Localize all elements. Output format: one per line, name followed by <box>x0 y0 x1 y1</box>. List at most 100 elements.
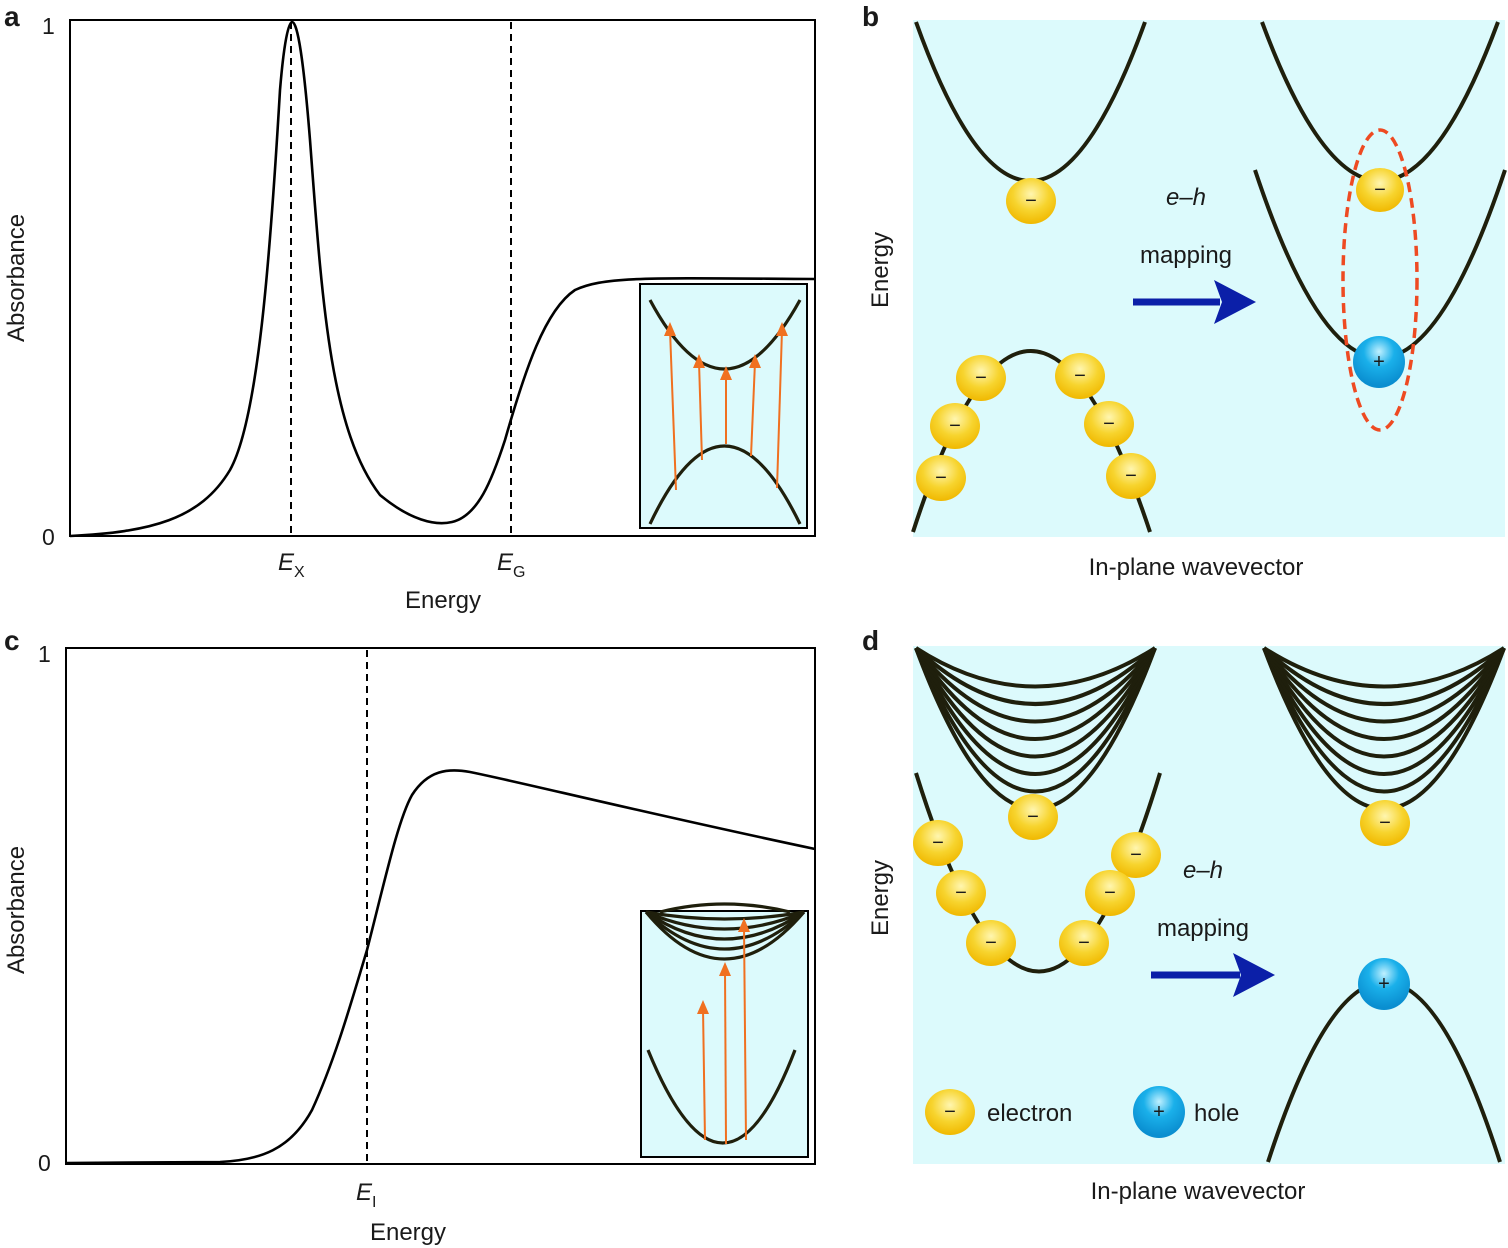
electron-icon <box>956 355 1006 401</box>
panel-a: a 1 0 Absorbance Energy EX EG <box>3 1 816 614</box>
panel-c-ytick-top: 1 <box>38 641 51 667</box>
panel-d-xlabel: In-plane wavevector <box>1091 1178 1306 1205</box>
electron-sign: − <box>935 467 947 489</box>
panel-b-electron-cb: − <box>1006 178 1056 224</box>
electron-sign: − <box>1104 882 1116 904</box>
electron-icon <box>1084 401 1134 447</box>
electron-sign: − <box>1027 806 1039 828</box>
panel-a-inset <box>639 283 808 529</box>
panel-b-letter: b <box>862 1 879 32</box>
panel-b-mapping-label-line2: mapping <box>1140 242 1232 269</box>
panel-b: b Energy In-plane wavevector − − − − − −… <box>862 1 1507 581</box>
panel-d-ylabel: Energy <box>867 860 894 936</box>
electron-icon <box>1006 178 1056 224</box>
panel-c-inset-transition-arrows <box>697 918 750 1145</box>
panel-a-ytick-bottom: 0 <box>42 524 55 550</box>
electron-icon <box>966 920 1016 966</box>
legend-hole-sign: + <box>1153 1101 1165 1123</box>
panel-d: d Energy In-plane wavevector <box>862 625 1506 1205</box>
panel-b-exciton-ellipse <box>1341 128 1419 432</box>
legend-hole-icon <box>1133 1086 1185 1138</box>
panel-b-electron-right: − <box>1356 168 1404 212</box>
panel-a-ex-main: E <box>278 549 295 576</box>
electron-icon <box>1085 870 1135 916</box>
electron-icon <box>913 820 963 866</box>
transition-arrow <box>669 329 677 491</box>
electron-sign: − <box>932 832 944 854</box>
panel-c-ei-main: E <box>356 1179 373 1206</box>
transition-arrow <box>776 329 783 489</box>
hole-sign: + <box>1373 351 1385 373</box>
electron-icon <box>1111 832 1161 878</box>
panel-d-mapping-label-line2: mapping <box>1157 915 1249 942</box>
panel-d-electron-cb-right: − <box>1360 800 1410 846</box>
electron-icon <box>1360 800 1410 846</box>
panel-a-eg-sub: G <box>513 564 525 581</box>
panel-a-ex-label: EX <box>278 549 305 581</box>
panel-c-absorbance-curve <box>65 769 816 1165</box>
transition-arrowhead <box>693 354 705 368</box>
legend-electron-label: electron <box>987 1100 1072 1127</box>
electron-icon <box>1055 353 1105 399</box>
panel-a-ex-sub: X <box>294 564 305 581</box>
transition-arrowhead <box>720 366 732 380</box>
electron-sign: − <box>975 367 987 389</box>
transition-arrowhead <box>664 322 676 336</box>
transition-arrowhead <box>749 354 761 368</box>
panel-a-inset-transition-arrows <box>664 322 788 491</box>
electron-sign: − <box>949 415 961 437</box>
electron-icon <box>1059 920 1109 966</box>
panel-c-ei-sub: I <box>372 1194 376 1211</box>
electron-icon <box>916 455 966 501</box>
panel-b-xlabel: In-plane wavevector <box>1089 554 1304 581</box>
panel-c-ei-label: EI <box>356 1179 376 1211</box>
panel-c-ytick-bottom: 0 <box>38 1150 51 1176</box>
panel-d-electron-cb-left: − <box>1008 794 1058 840</box>
electron-icon <box>1008 794 1058 840</box>
panel-d-mapping-arrow-icon <box>1151 953 1275 997</box>
panel-a-ytick-top: 1 <box>42 13 55 39</box>
panel-a-eg-main: E <box>497 549 514 576</box>
legend-electron-icon <box>925 1089 975 1135</box>
panel-c-frame <box>65 647 816 1165</box>
electron-sign: − <box>1125 465 1137 487</box>
electron-sign: − <box>1025 190 1037 212</box>
panel-c-xlabel: Energy <box>370 1219 446 1246</box>
panel-b-electrons-vb: − − − − − − <box>916 353 1156 501</box>
panel-b-background <box>913 20 1505 537</box>
hole-sign: + <box>1378 973 1390 995</box>
panel-d-legend: − electron + hole <box>925 1086 1239 1138</box>
panel-d-letter: d <box>862 625 879 656</box>
panel-c-inset-conduction-subbands <box>644 902 806 961</box>
hole-icon <box>1353 336 1405 388</box>
electron-sign: − <box>1379 812 1391 834</box>
hole-icon <box>1358 958 1410 1010</box>
electron-icon <box>930 403 980 449</box>
panel-c-inset-valence-band <box>646 1049 797 1145</box>
panel-a-inset-valence-band <box>648 444 802 525</box>
transition-arrow <box>698 361 703 461</box>
panel-a-ylabel: Absorbance <box>3 214 30 342</box>
electron-icon <box>1106 453 1156 499</box>
electron-sign: − <box>1078 932 1090 954</box>
panel-d-mapping-label-line1: e–h <box>1183 857 1223 884</box>
electron-sign: − <box>1130 844 1142 866</box>
panel-b-hole-right: + <box>1353 336 1405 388</box>
electron-sign: − <box>1103 413 1115 435</box>
panel-a-xlabel: Energy <box>405 587 481 614</box>
legend-hole-label: hole <box>1194 1100 1239 1127</box>
panel-a-eg-label: EG <box>497 549 525 581</box>
electron-sign: − <box>1074 365 1086 387</box>
transition-arrowhead <box>776 322 788 336</box>
panel-d-background <box>913 646 1505 1164</box>
panel-b-mapping-arrow-icon <box>1133 280 1256 324</box>
panel-b-ylabel: Energy <box>867 232 894 308</box>
panel-d-hole-right: + <box>1358 958 1410 1010</box>
electron-sign: − <box>985 932 997 954</box>
electron-sign: − <box>955 882 967 904</box>
panel-d-electrons-band-left: − − − − − − <box>913 820 1161 966</box>
transition-arrow <box>750 361 756 457</box>
electron-sign: − <box>1374 179 1386 201</box>
panel-c-letter: c <box>4 625 20 656</box>
legend-electron-sign: − <box>944 1101 956 1123</box>
